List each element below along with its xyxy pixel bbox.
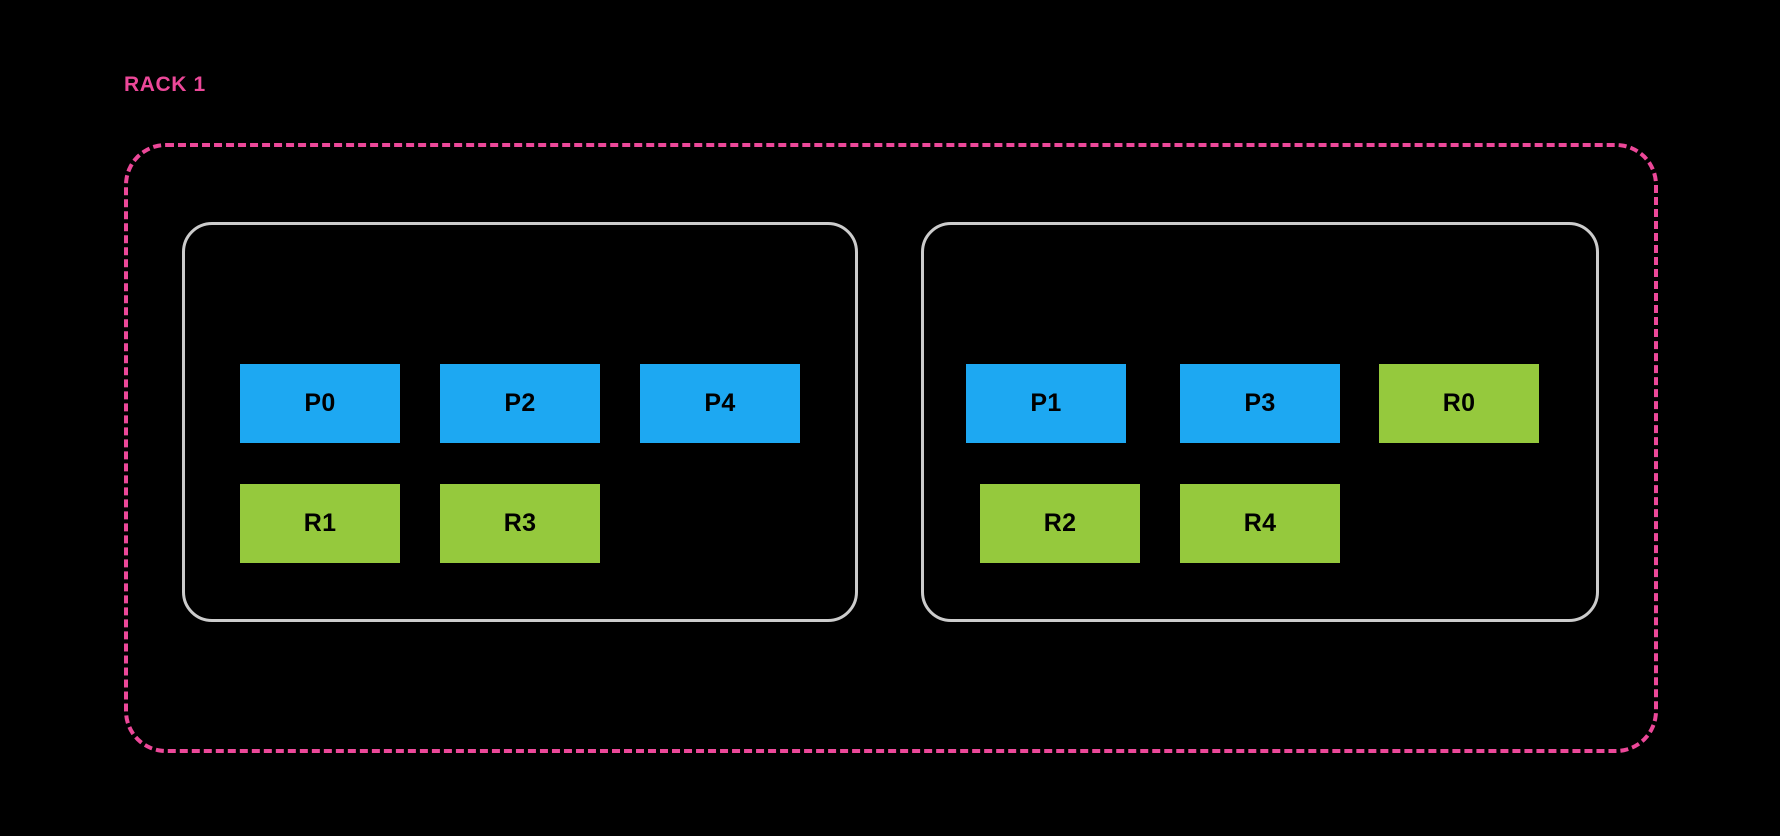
shard-p1: P1: [966, 364, 1126, 443]
shard-r0: R0: [1379, 364, 1539, 443]
shard-r4: R4: [1180, 484, 1340, 563]
shard-p0: P0: [240, 364, 400, 443]
node-panel-1: [921, 222, 1599, 622]
shard-p2: P2: [440, 364, 600, 443]
shard-r3: R3: [440, 484, 600, 563]
rack-label: RACK 1: [124, 73, 206, 96]
shard-r1: R1: [240, 484, 400, 563]
shard-r2: R2: [980, 484, 1140, 563]
node-panel-0: [182, 222, 858, 622]
shard-p4: P4: [640, 364, 800, 443]
rack-boundary: [124, 143, 1658, 753]
shard-p3: P3: [1180, 364, 1340, 443]
